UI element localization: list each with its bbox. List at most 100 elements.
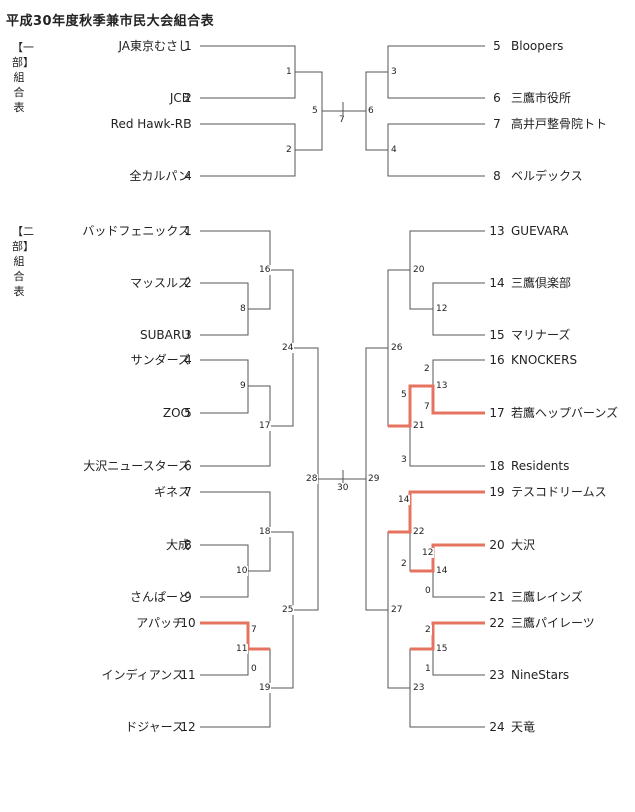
div2-team-24: 天竜 (511, 720, 536, 734)
div2-team-19: テスコドリームス (511, 485, 607, 499)
div2-seed-4: 4 (184, 353, 192, 367)
div2-game-26: 26 (390, 343, 404, 353)
page-title: 平成30年度秋季兼市民大会組合表 (6, 14, 215, 29)
div2-game-10: 10 (235, 566, 249, 576)
div2-team-23: NineStars (511, 668, 570, 682)
div2-game-9: 9 (239, 381, 247, 391)
div2-team-13: GUEVARA (511, 224, 569, 238)
div2-seed-1: 1 (184, 224, 192, 238)
div2-seed-16: 16 (489, 353, 505, 367)
div1-seed-7: 7 (493, 117, 501, 131)
div1-game-7: 7 (338, 115, 346, 125)
div1-seed-8: 8 (493, 169, 501, 183)
div2-team-8: 大成 (165, 538, 190, 552)
div2-score-tesco: 14 (397, 495, 411, 505)
div2-score-wakataka: 7 (423, 402, 431, 412)
div2-score-indians: 0 (250, 664, 258, 674)
div2-team-1: バッドフェニックス (82, 224, 190, 238)
div2-seed-19: 19 (489, 485, 505, 499)
div2-game-11: 11 (235, 644, 249, 654)
div2-team-3: SUBARU (140, 328, 190, 342)
div1-game-2: 2 (285, 145, 293, 155)
div2-seed-10: 10 (180, 616, 196, 630)
div1-team-1: JA東京むさし (118, 39, 190, 53)
div2-seed-21: 21 (489, 590, 505, 604)
div1-game-5: 5 (311, 106, 319, 116)
div2-seed-11: 11 (180, 668, 196, 682)
div2-seed-12: 12 (180, 720, 196, 734)
div2-team-10: アパッチ (136, 616, 184, 630)
div2-game-21: 21 (412, 421, 426, 431)
div2-score-osawa: 12 (421, 548, 435, 558)
div2-team-15: マリナーズ (511, 328, 571, 342)
div1-seed-4: 4 (184, 169, 192, 183)
div2-score-ninestars: 1 (424, 664, 432, 674)
div2-game-28: 28 (305, 474, 319, 484)
div2-team-12: ドジャース (125, 720, 184, 734)
div1-team-8: ベルデックス (511, 169, 583, 183)
div2-team-11: インディアンス (101, 668, 184, 682)
division-1-bracket-lines (200, 45, 485, 177)
div2-game-22: 22 (412, 527, 426, 537)
div2-seed-3: 3 (184, 328, 192, 342)
div1-team-6: 三鷹市役所 (511, 91, 572, 105)
div1-team-2: JCB (169, 91, 190, 105)
div2-seed-17: 17 (489, 406, 505, 420)
div1-game-1: 1 (285, 67, 293, 77)
div1-game-4: 4 (390, 145, 398, 155)
div2-team-4: サンダーズ (130, 353, 190, 367)
div2-team-16: KNOCKERS (511, 353, 578, 367)
div2-game-17: 17 (258, 421, 272, 431)
div2-seed-15: 15 (489, 328, 505, 342)
div2-team-20: 大沢 (511, 538, 536, 552)
div2-team-21: 三鷹レインズ (511, 590, 583, 604)
div2-game-12: 12 (435, 304, 449, 314)
div1-seed-2: 2 (184, 91, 192, 105)
div2-seed-8: 8 (184, 538, 192, 552)
div2-game-29: 29 (367, 474, 381, 484)
div2-seed-5: 5 (184, 406, 192, 420)
div2-team-17: 若鷹ヘップバーンズ (511, 406, 619, 420)
div2-seed-24: 24 (489, 720, 505, 734)
div2-game-27: 27 (390, 605, 404, 615)
div2-seed-6: 6 (184, 459, 192, 473)
div2-game-24: 24 (281, 343, 295, 353)
div2-game-13: 13 (435, 381, 449, 391)
div2-seed-18: 18 (489, 459, 505, 473)
div2-score-game14: 2 (400, 559, 408, 569)
div2-team-5: ZOO (162, 406, 190, 420)
div2-seed-13: 13 (489, 224, 505, 238)
div2-game-8: 8 (239, 304, 247, 314)
div2-score-game13: 5 (400, 390, 408, 400)
div1-team-4: 全カルパン (129, 169, 190, 183)
div2-game-14: 14 (435, 566, 449, 576)
div2-score-pirates: 2 (424, 625, 432, 635)
div1-seed-3: 3 (184, 117, 192, 131)
div2-game-15: 15 (435, 644, 449, 654)
div1-team-7: 高井戸整骨院トト (511, 117, 608, 131)
div2-game-23: 23 (412, 683, 426, 693)
div2-score-rains: 0 (424, 586, 432, 596)
div2-team-7: ギネス (153, 485, 190, 499)
winner-highlight-lines (200, 384, 485, 651)
div1-seed-1: 1 (184, 39, 192, 53)
div2-game-25: 25 (281, 605, 295, 615)
div1-seed-5: 5 (493, 39, 501, 53)
div2-seed-23: 23 (489, 668, 505, 682)
div2-game-19: 19 (258, 683, 272, 693)
div2-team-9: さんぱーど (129, 590, 190, 604)
div2-team-22: 三鷹パイレーツ (511, 616, 595, 630)
div2-seed-22: 22 (489, 616, 505, 630)
div1-game-6: 6 (367, 106, 375, 116)
div2-team-6: 大沢ニュースターズ (83, 459, 190, 473)
div2-game-20: 20 (412, 265, 426, 275)
div2-seed-2: 2 (184, 276, 192, 290)
div2-score-residents: 3 (400, 455, 408, 465)
div2-game-18: 18 (258, 527, 272, 537)
div2-seed-9: 9 (184, 590, 192, 604)
div2-game-16: 16 (258, 265, 272, 275)
div2-game-30: 30 (336, 483, 350, 493)
div2-seed-7: 7 (184, 485, 192, 499)
div2-team-18: Residents (511, 459, 570, 473)
div2-team-14: 三鷹倶楽部 (511, 276, 572, 290)
